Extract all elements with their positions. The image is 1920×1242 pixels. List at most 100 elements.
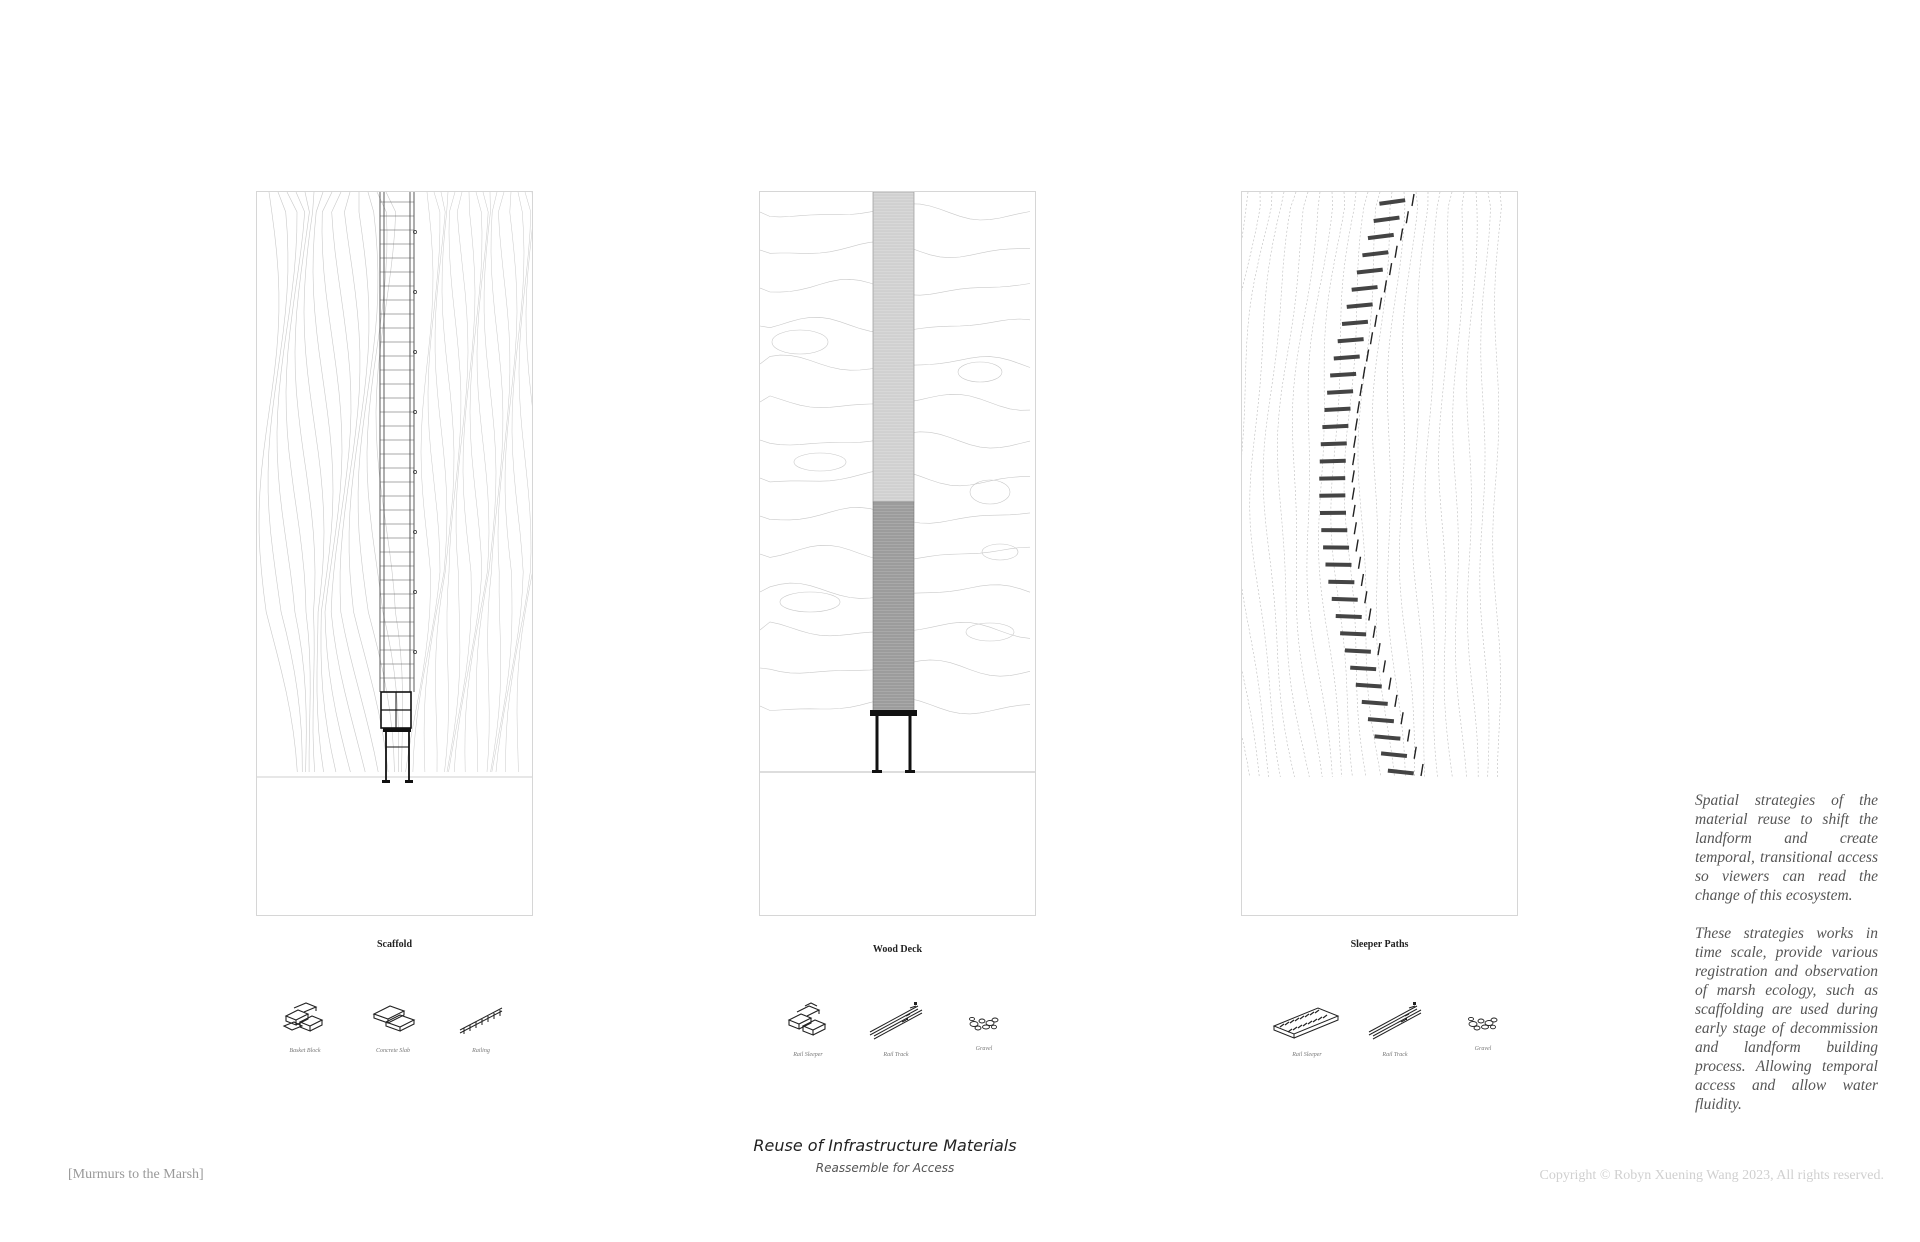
contour-line	[294, 192, 316, 773]
sleeper	[1356, 267, 1383, 275]
contour-ring	[965, 622, 1015, 642]
scaffold-title: Scaffold	[377, 939, 412, 950]
sleeper	[1355, 682, 1382, 689]
contour-line	[1492, 192, 1502, 778]
sleeper	[1350, 665, 1377, 672]
contour-line	[444, 192, 462, 773]
wood-deck-drawing	[760, 192, 1035, 773]
contour-line	[453, 192, 483, 773]
wood-deck-panel	[759, 191, 1036, 916]
sleeper	[1367, 232, 1394, 241]
side-description: Spatial strategies of the material reuse…	[1695, 791, 1878, 1133]
sleeper-marker	[1388, 677, 1392, 690]
copyright-notice: Copyright © Robyn Xuening Wang 2023, All…	[1539, 1168, 1884, 1183]
sleeper-marker	[1400, 712, 1404, 725]
sleeper	[1341, 319, 1369, 327]
rail-track-icon	[869, 1002, 923, 1040]
scaffold-panel	[256, 191, 533, 916]
contour-line	[1343, 192, 1369, 778]
contour-line	[435, 192, 455, 773]
contour-line	[285, 192, 311, 772]
material-label: Rail Track	[1382, 1052, 1408, 1058]
contour-line	[1438, 192, 1453, 778]
sleeper-paths-drawing	[1242, 192, 1502, 778]
sleeper	[1380, 751, 1408, 758]
sleeper	[1319, 458, 1346, 464]
contour-line	[448, 192, 476, 773]
contour-ring	[771, 329, 829, 355]
contour-line	[1292, 192, 1323, 778]
sleeper-paths-panel	[1241, 191, 1518, 916]
contour-line	[303, 192, 325, 773]
sleeper-marker	[1368, 608, 1372, 621]
contour-line	[405, 192, 434, 773]
sleeper-marker	[1365, 349, 1370, 362]
sleeper-marker	[1362, 366, 1366, 379]
contour-ring	[969, 479, 1011, 505]
sleeper-marker	[1372, 625, 1376, 638]
sleeper	[1337, 337, 1364, 344]
contour-line	[491, 192, 518, 773]
sleeper-marker	[1351, 470, 1355, 483]
sleeper-marker	[1388, 262, 1393, 276]
material-label: Rail Sleeper	[1292, 1052, 1322, 1058]
scaffold-joint	[413, 290, 417, 294]
sleeper	[1319, 476, 1346, 481]
contour-line	[1386, 192, 1406, 778]
contour-ring	[793, 452, 847, 472]
sleeper	[1340, 631, 1367, 637]
sleeper	[1331, 596, 1358, 602]
sleeper-marker	[1352, 504, 1356, 518]
scaffold-joint	[413, 470, 417, 474]
contour-line	[312, 192, 337, 773]
sleeper-marker	[1359, 383, 1363, 397]
sleeper	[1320, 510, 1347, 515]
sleeper	[1333, 354, 1360, 361]
contour-line	[1357, 192, 1382, 778]
contour-line	[1424, 192, 1441, 778]
sleeper	[1374, 734, 1401, 741]
contour-line	[258, 192, 298, 773]
sleeper	[1361, 699, 1388, 706]
sleeper	[1373, 215, 1400, 223]
side-paragraph-1: Spatial strategies of the material reuse…	[1695, 792, 1878, 904]
contour-ring	[957, 361, 1003, 383]
sleeper-marker	[1382, 660, 1386, 673]
sleeper	[1321, 528, 1348, 533]
contour-line	[490, 192, 511, 773]
sleeper	[1367, 717, 1395, 724]
basket-block-icon	[282, 1002, 324, 1032]
contour-line	[486, 192, 504, 773]
material-rail-sleeper: Rail Sleeper	[1262, 1004, 1352, 1058]
scaffold-foot	[382, 780, 390, 783]
material-rail-sleeper: Rail Sleeper	[763, 1002, 853, 1058]
contour-line	[1452, 192, 1467, 778]
scaffold-foot	[405, 780, 413, 783]
contour-line	[1411, 192, 1429, 778]
sleeper-marker	[1383, 280, 1388, 293]
material-label: Gravel	[1474, 1046, 1492, 1052]
scaffold-joint	[413, 230, 417, 234]
sleeper	[1344, 648, 1371, 654]
material-label: Basket Block	[289, 1048, 321, 1054]
wood-deck-lower	[872, 501, 915, 713]
contour-line	[348, 192, 389, 773]
deck-beam	[870, 710, 917, 716]
sleeper	[1320, 441, 1347, 447]
project-name: [Murmurs to the Marsh]	[68, 1167, 204, 1182]
sleeper	[1323, 545, 1350, 550]
material-label: Rail Track	[883, 1052, 909, 1058]
sleeper-marker	[1354, 418, 1358, 431]
scaffold-joint	[413, 530, 417, 534]
material-label: Gravel	[975, 1046, 993, 1052]
material-basket-block: Basket Block	[260, 1002, 350, 1054]
sleeper-paths-title: Sleeper Paths	[1350, 939, 1409, 950]
contour-line	[412, 192, 441, 773]
sleeper-marker	[1353, 522, 1357, 535]
sleeper-marker	[1369, 332, 1374, 345]
railing-icon	[459, 1007, 503, 1034]
gravel-icon	[1468, 1016, 1498, 1031]
scaffold-platform	[383, 728, 411, 732]
concrete-slab-icon	[372, 1005, 416, 1032]
sleeper	[1328, 579, 1355, 585]
